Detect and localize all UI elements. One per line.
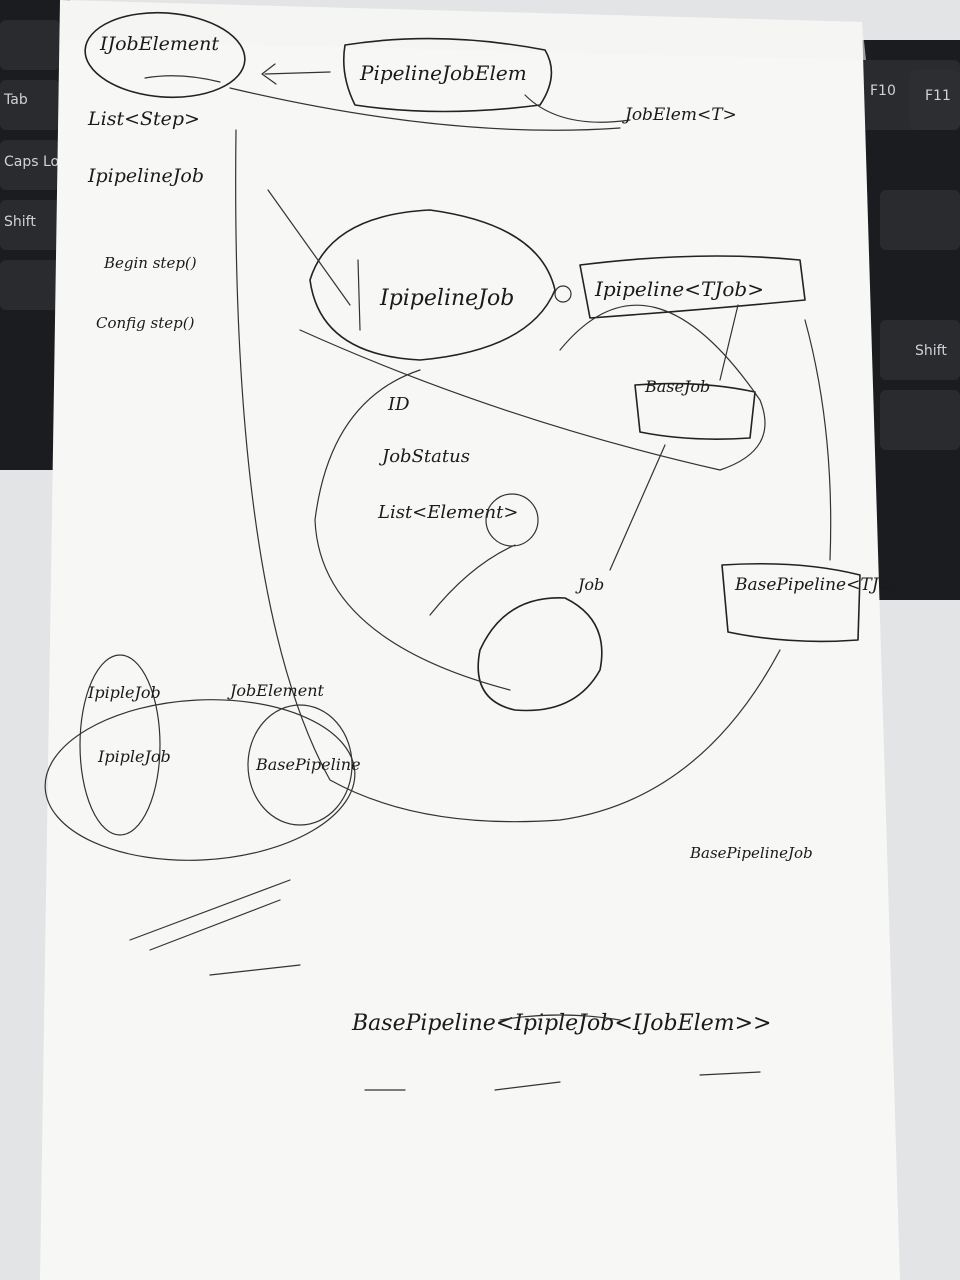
note-pipelinejobelem: PipelineJobElem [359,61,527,85]
sweep-left-loop [235,129,781,823]
arrow-ipipeline-to-basejob [719,304,739,381]
keyboard-key-ctrl-bg [0,260,60,310]
arrow-to-ijobelement [261,63,331,85]
note-basejob: BaseJob [644,377,710,396]
note-ipipeline-tjob: Ipipeline<TJob> [594,277,764,301]
bottom-right-notes: BasePipelineJob [689,844,813,862]
note-basepipeline-tj: BasePipeline<TJ> [734,575,893,595]
box-basejob [634,382,756,440]
note-jobelement: JobElement [227,681,325,700]
keyboard-key-shift-bg [0,200,60,250]
note-ijobelement: IJobElement [99,33,219,55]
box-pipelinejobelem [342,37,553,113]
note-center-ipipelinejob: IpipelineJob [379,286,514,311]
arrow-basepipeline-to-ipipeline [804,319,832,561]
note-jobelem-t: JobElem<T> [622,105,737,125]
ellipse-ijobelement [84,11,246,99]
blob-job [477,597,603,712]
arrow-job-to-element [429,544,516,616]
formula-mark-3 [699,1071,761,1076]
sweep-inner [314,369,511,691]
link-jobelem [524,94,631,123]
link-to-ipipelinejob [267,189,351,306]
keyboard-key-shift: Shift [4,214,36,230]
paper-edge-shade [60,0,866,60]
keyboard-key-bg-2 [880,390,960,450]
top-right-notes: PipelineJobElem JobElem<T> [229,37,737,131]
ellipse-bottom-left [44,699,356,861]
oval-ipipelinejob [309,209,556,361]
bottom-left-notes: IpipleJob JobElement IpipleJob BasePipel… [44,654,361,976]
keyboard-key-f11: F11 [925,88,951,104]
note-ipipelinejob: IpipelineJob [87,165,204,187]
note-jobstatus: JobStatus [378,446,470,467]
ellipse-ipiplejob [79,654,161,836]
ellipse-basepipeline [247,704,353,826]
note-ipiplejob-2: IpipleJob [97,747,171,766]
keyboard-key-bg [880,190,960,250]
underline-bottom-left [209,964,301,976]
note-id: ID [387,394,410,415]
keyboard-key-f10: F10 [870,83,896,99]
keyboard-key-tab-bg [0,80,60,130]
keyboard-key-esc-bg [0,20,60,70]
keyboard-key-shift-right-bg [880,320,960,380]
bullet-ipipeline [554,285,572,303]
crossed-out-scribble [129,879,291,951]
note-job: Job [575,575,604,594]
curve-top [229,87,621,131]
note-ipiplejob-1: IpipleJob [87,683,161,702]
formula-mark-2 [494,1081,561,1091]
arrow-job-to-basejob [609,444,666,571]
keyboard-key-caps-bg [0,140,60,190]
box-ipipeline-tjob [579,255,806,319]
underline-ijobelement [144,75,221,83]
box-basepipeline-tj [721,562,861,643]
note-begin-step: Begin step() [103,254,197,272]
paper-sheet [40,0,900,1280]
formula-underline [499,1014,621,1021]
top-left-notes: IJobElement List<Step> IpipelineJob Begi… [84,11,246,332]
note-list-element: List<Element> [377,502,518,523]
note-config-step: Config step() [96,314,195,332]
sweep-right [299,304,766,471]
note-basepipelinejob: BasePipelineJob [689,844,813,862]
keyboard-key-f11-bg [910,70,960,130]
keyboard-key-shift-right: Shift [915,343,947,359]
bracket-left [357,259,361,331]
note-list-step: List<Step> [87,108,200,130]
center-diagram: IpipelineJob ID JobStatus List<Element> … [235,129,893,823]
keyboard-key-tab: Tab [3,92,28,108]
formula: BasePipeline<IpipleJob<IJobElem>> [351,1011,771,1091]
note-basepipeline: BasePipeline [255,755,361,774]
